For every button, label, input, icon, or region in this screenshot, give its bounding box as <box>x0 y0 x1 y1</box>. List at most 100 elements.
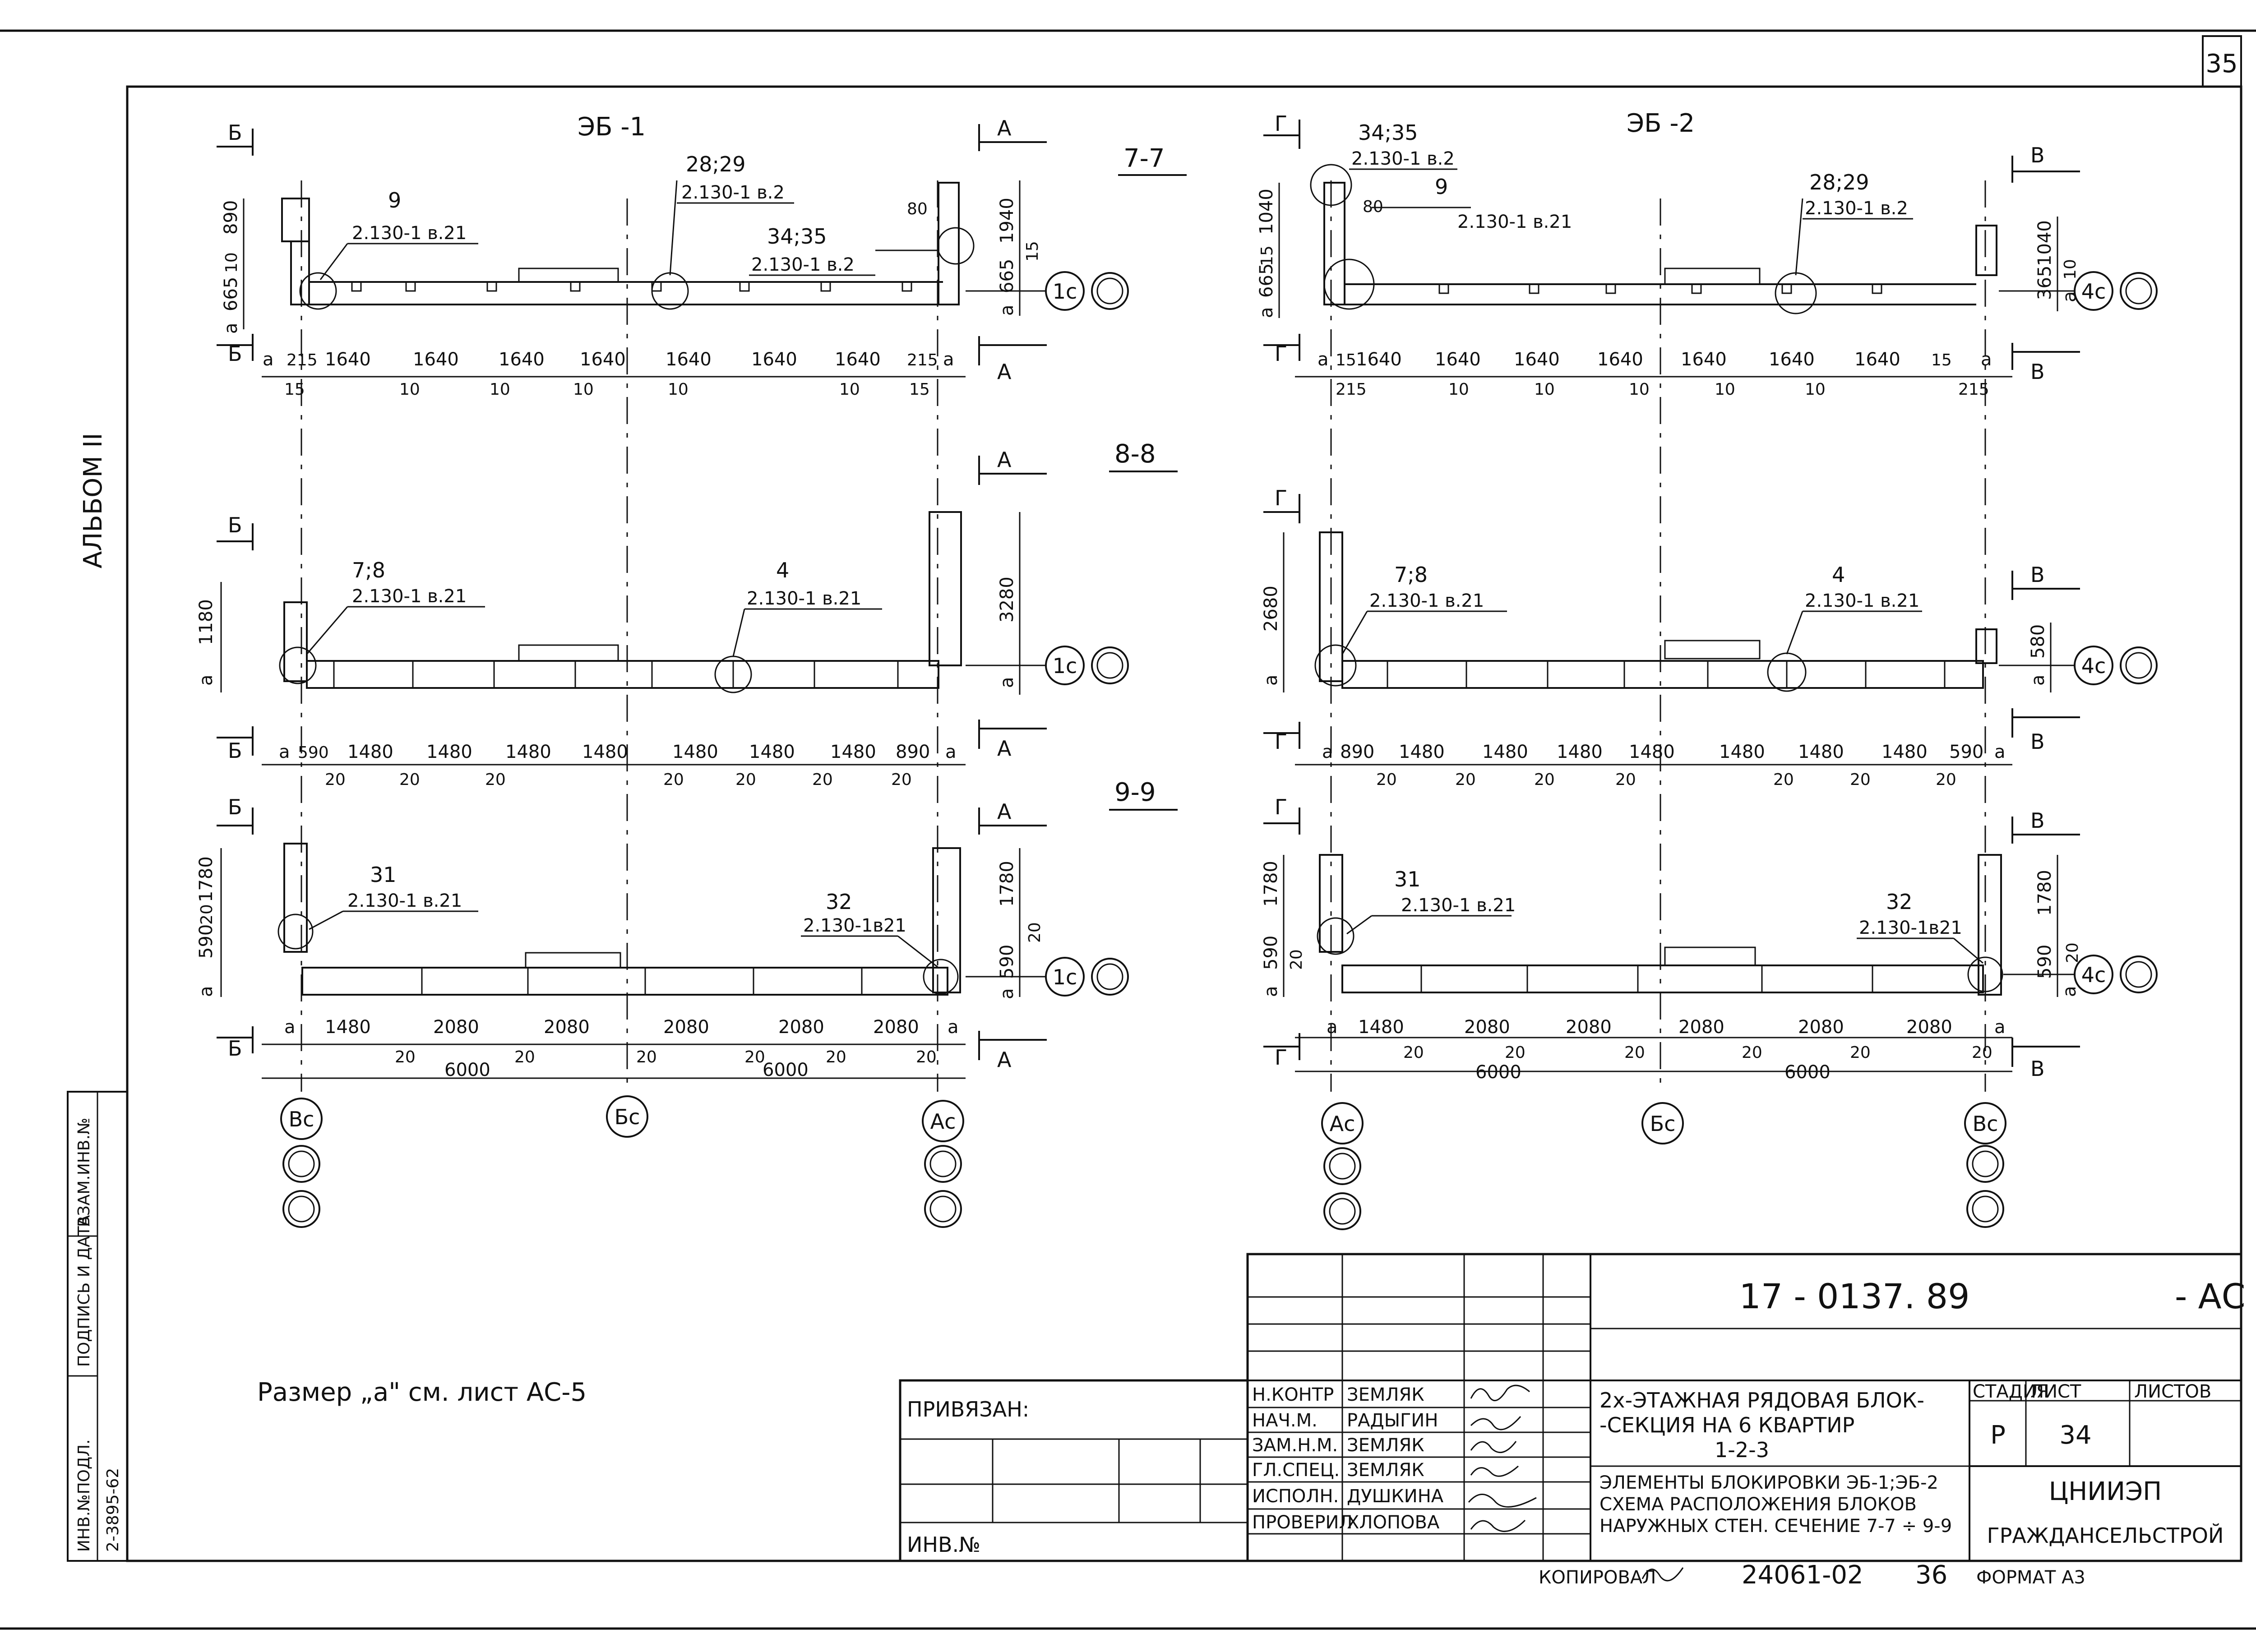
mark-32: 32 <box>826 890 852 914</box>
stamp-signature-label: ПОДПИСЬ И ДАТА <box>75 1215 93 1367</box>
r-mark-9-ref: 2.130-1 в.21 <box>1457 212 1572 232</box>
svg-text:1640: 1640 <box>1597 349 1643 370</box>
name-0: ЗЕМЛЯК <box>1347 1384 1424 1405</box>
svg-text:590: 590 <box>1261 936 1281 970</box>
svg-text:20: 20 <box>1615 771 1636 789</box>
project-title-1: 2х-ЭТАЖНАЯ РЯДОВАЯ БЛОК- <box>1600 1388 1924 1412</box>
copier-signature <box>1641 1567 1684 1582</box>
r-mark-34-35: 34;35 <box>1358 120 1418 145</box>
svg-text:Б: Б <box>228 738 242 763</box>
mark-31: 31 <box>370 863 397 887</box>
right-title: ЭБ -2 <box>1627 109 1695 138</box>
svg-text:10: 10 <box>1448 380 1469 399</box>
svg-text:1480: 1480 <box>749 742 795 762</box>
svg-text:20: 20 <box>1742 1043 1762 1062</box>
svg-text:1640: 1640 <box>1854 349 1900 370</box>
name-5: ХЛОПОВА <box>1347 1512 1440 1533</box>
axis-4c-row1: 4с <box>2081 279 2106 304</box>
left-drawing: 9 2.130-1 в.21 28;29 2.130-1 в.2 34;35 2… <box>196 116 1129 1228</box>
svg-text:20: 20 <box>1624 1043 1645 1062</box>
privyazan-label: ПРИВЯЗАН: <box>907 1397 1029 1421</box>
svg-text:1480: 1480 <box>325 1017 371 1038</box>
svg-text:10: 10 <box>1715 380 1735 399</box>
svg-text:1640: 1640 <box>1435 349 1481 370</box>
svg-text:20: 20 <box>891 771 912 789</box>
svg-text:365: 365 <box>2034 266 2055 300</box>
r-mark-31-ref: 2.130-1 в.21 <box>1401 895 1516 916</box>
left-row1-dims: a 215 1640 1640 1640 1640 1640 1640 1640… <box>221 180 1042 399</box>
svg-text:20: 20 <box>1287 949 1306 970</box>
svg-text:Г: Г <box>1275 1045 1287 1070</box>
svg-text:a: a <box>997 988 1017 999</box>
r-mark-34-35-ref: 2.130-1 в.2 <box>1351 148 1455 169</box>
svg-text:215: 215 <box>907 351 938 369</box>
role-3: ГЛ.СПЕЦ. <box>1252 1460 1340 1481</box>
svg-text:a: a <box>945 742 957 762</box>
mark-32-ref: 2.130-1в21 <box>803 915 906 936</box>
svg-text:a: a <box>943 349 954 370</box>
svg-text:10: 10 <box>1629 380 1650 399</box>
svg-text:a: a <box>997 305 1017 316</box>
name-1: РАДЫГИН <box>1347 1410 1438 1431</box>
svg-text:Вс: Вс <box>289 1107 314 1131</box>
doc-code: 17 - 0137. 89 <box>1739 1276 1970 1316</box>
left-row2-dims: a 590 1480 1480 1480 1480 1480 1480 1480… <box>196 512 1021 789</box>
svg-text:1780: 1780 <box>2034 870 2055 916</box>
svg-text:А: А <box>997 1047 1012 1072</box>
svg-text:10: 10 <box>668 380 689 399</box>
mark-9-ref: 2.130-1 в.21 <box>352 223 467 244</box>
svg-text:1480: 1480 <box>1719 742 1765 762</box>
svg-text:Б: Б <box>228 1036 242 1061</box>
svg-text:10: 10 <box>1534 380 1555 399</box>
page-number-box <box>2202 35 2242 88</box>
axis-1c-row1: 1с <box>1053 279 1077 304</box>
copy-page: 36 <box>1915 1560 1947 1590</box>
svg-text:1640: 1640 <box>580 349 626 370</box>
svg-text:1640: 1640 <box>1514 349 1560 370</box>
role-5: ПРОВЕРИЛ <box>1252 1512 1353 1533</box>
svg-text:Вс: Вс <box>1973 1112 1998 1136</box>
left-row3-wall <box>277 843 961 996</box>
format-label: ФОРМАТ А3 <box>1976 1567 2085 1588</box>
svg-text:a: a <box>1322 742 1333 762</box>
svg-text:215: 215 <box>1336 380 1367 399</box>
svg-text:1640: 1640 <box>1769 349 1815 370</box>
svg-text:Ас: Ас <box>1330 1112 1355 1136</box>
svg-text:590: 590 <box>2034 945 2055 979</box>
svg-text:А: А <box>997 116 1012 140</box>
r-mark-32-ref: 2.130-1в21 <box>1859 918 1962 938</box>
svg-text:В: В <box>2030 808 2045 833</box>
svg-text:215: 215 <box>287 351 318 369</box>
svg-text:1640: 1640 <box>1681 349 1727 370</box>
svg-text:1480: 1480 <box>672 742 718 762</box>
svg-text:a: a <box>948 1017 959 1038</box>
svg-text:890: 890 <box>896 742 930 762</box>
r-mark-9: 9 <box>1435 175 1448 199</box>
svg-text:a: a <box>196 986 217 997</box>
right-row3-dims: a 1480 2080 2080 2080 2080 2080 a 20 20 … <box>1261 855 2082 1083</box>
svg-text:1480: 1480 <box>830 742 876 762</box>
svg-text:590: 590 <box>1949 742 1983 762</box>
svg-text:1040: 1040 <box>1256 189 1277 235</box>
r-mark-31: 31 <box>1394 867 1421 891</box>
axis-4c-row3: 4с <box>2081 963 2106 987</box>
svg-text:15: 15 <box>1023 241 1042 262</box>
svg-text:В: В <box>2030 360 2045 384</box>
svg-text:Б: Б <box>228 795 242 819</box>
left-stamp: ИНВ.№ПОДЛ. 2-3895-62 ПОДПИСЬ И ДАТА ВЗАМ… <box>67 1091 128 1562</box>
mark-34-35-ref: 2.130-1 в.2 <box>751 254 855 275</box>
right-row2-dims: a 890 1480 1480 1480 1480 1480 1480 1480… <box>1261 532 2052 789</box>
svg-text:20: 20 <box>1403 1043 1424 1062</box>
svg-text:580: 580 <box>2028 624 2048 659</box>
svg-text:1480: 1480 <box>1557 742 1603 762</box>
svg-text:2080: 2080 <box>873 1017 919 1038</box>
svg-text:2080: 2080 <box>1464 1017 1510 1038</box>
svg-text:20: 20 <box>1972 1043 1992 1062</box>
signatures <box>1468 1384 1537 1532</box>
svg-text:10: 10 <box>490 380 510 399</box>
svg-text:1640: 1640 <box>835 349 881 370</box>
name-4: ДУШКИНА <box>1347 1486 1444 1507</box>
doc-suffix: - АС <box>2175 1276 2246 1316</box>
stage-label: СТАДИЯ <box>1973 1381 2049 1402</box>
